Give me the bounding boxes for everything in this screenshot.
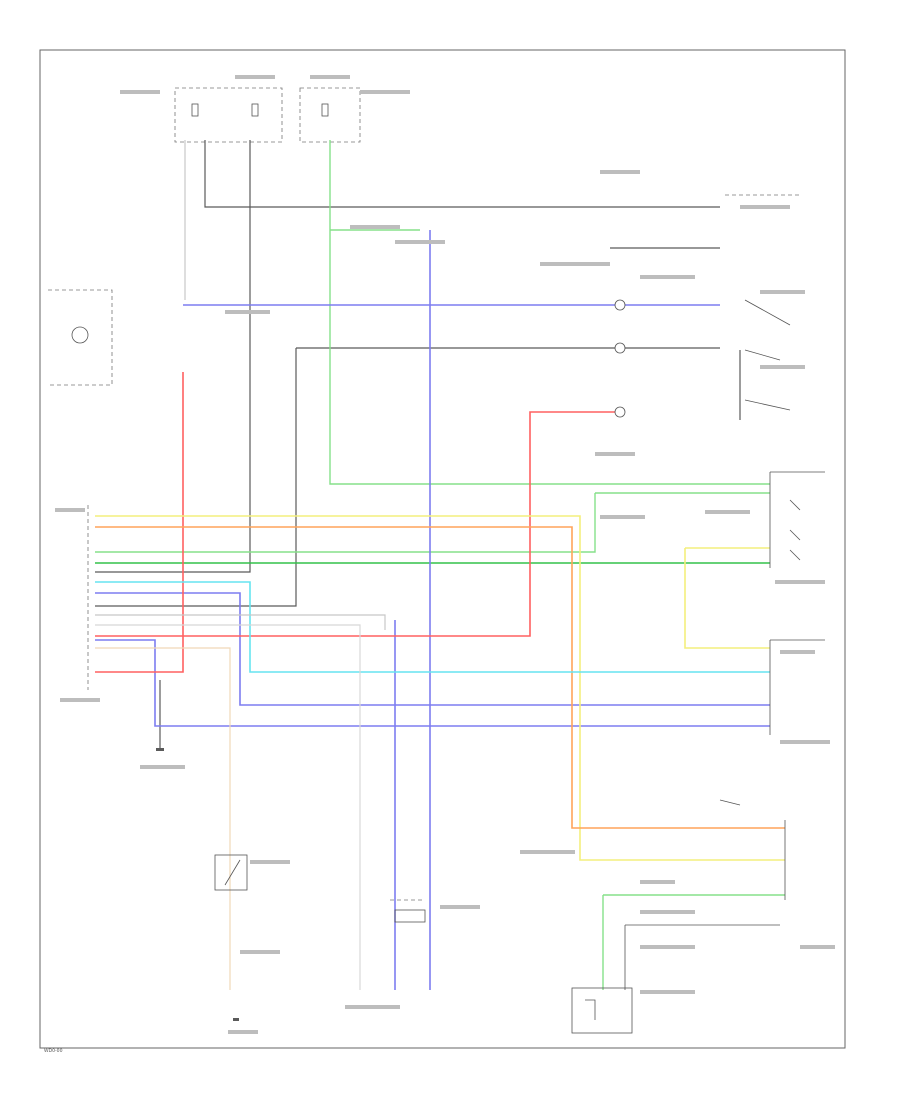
orange-wire	[95, 526, 785, 829]
label-placeholder	[55, 75, 835, 1034]
blue-wire	[95, 230, 770, 990]
gray-wire	[95, 140, 386, 990]
green-wire	[95, 140, 785, 990]
fuse-block-right	[299, 87, 361, 143]
red-wire	[95, 372, 615, 673]
page-code: WD0-00	[44, 1048, 63, 1054]
black-wire	[95, 140, 741, 750]
cruise-relay	[571, 924, 780, 1034]
cyan-wire	[95, 581, 770, 673]
brake-switch	[719, 799, 786, 900]
cruise-switch	[725, 194, 800, 411]
diagram-frame	[39, 49, 846, 1049]
connector-circle	[614, 299, 626, 418]
vehicle-speed-sensor	[48, 289, 113, 386]
main-switch	[769, 471, 825, 568]
joint-connector	[390, 899, 426, 923]
cruise-control-actuator	[769, 639, 825, 735]
clutch-switch	[214, 854, 248, 891]
ground-symbol	[156, 748, 239, 1021]
fuse-relay-box-left	[174, 87, 283, 143]
yellow-wire	[95, 515, 785, 861]
